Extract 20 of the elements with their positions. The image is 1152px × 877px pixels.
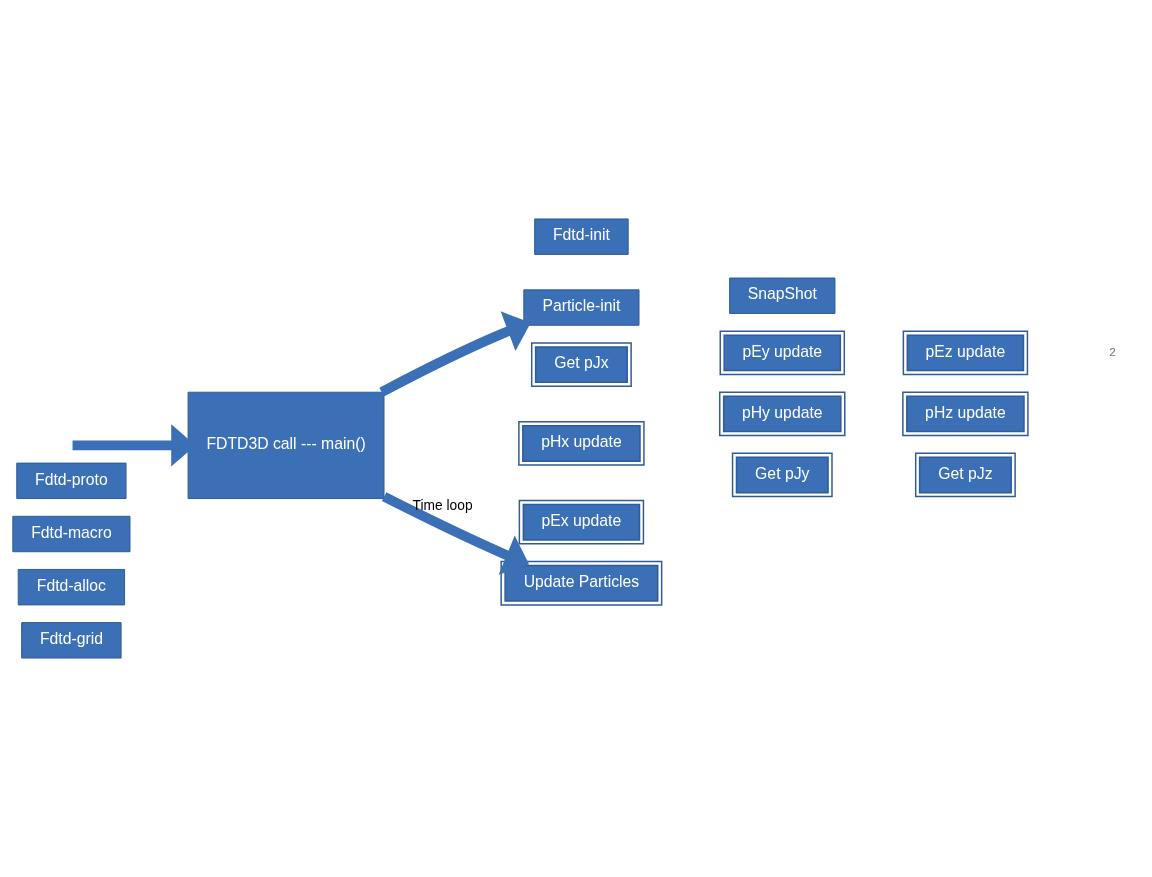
node-box: Fdtd-alloc [17, 568, 126, 606]
node-box: pEz update [902, 330, 1029, 376]
arrow [381, 492, 530, 575]
node-box: Fdtd-proto [16, 462, 127, 500]
node-box: Get pJz [914, 452, 1016, 498]
node-box: Get pJy [731, 452, 833, 498]
edge-label: Time loop [412, 497, 473, 513]
node-box: Update Particles [500, 560, 663, 606]
node-box: pEx update [518, 499, 645, 545]
arrow [379, 311, 531, 397]
node-box: Fdtd-init [534, 218, 629, 255]
node-box: SnapShot [729, 277, 836, 314]
node-box: pEy update [719, 330, 846, 376]
label: 2 [1109, 344, 1116, 359]
node-box: pHz update [902, 391, 1029, 437]
node-box: Fdtd-macro [12, 515, 131, 553]
node-box: Particle-init [523, 289, 640, 326]
node-box: FDTD3D call --- main() [187, 391, 385, 500]
node-box: Fdtd-grid [21, 622, 122, 659]
node-box: Get pJx [530, 342, 632, 388]
